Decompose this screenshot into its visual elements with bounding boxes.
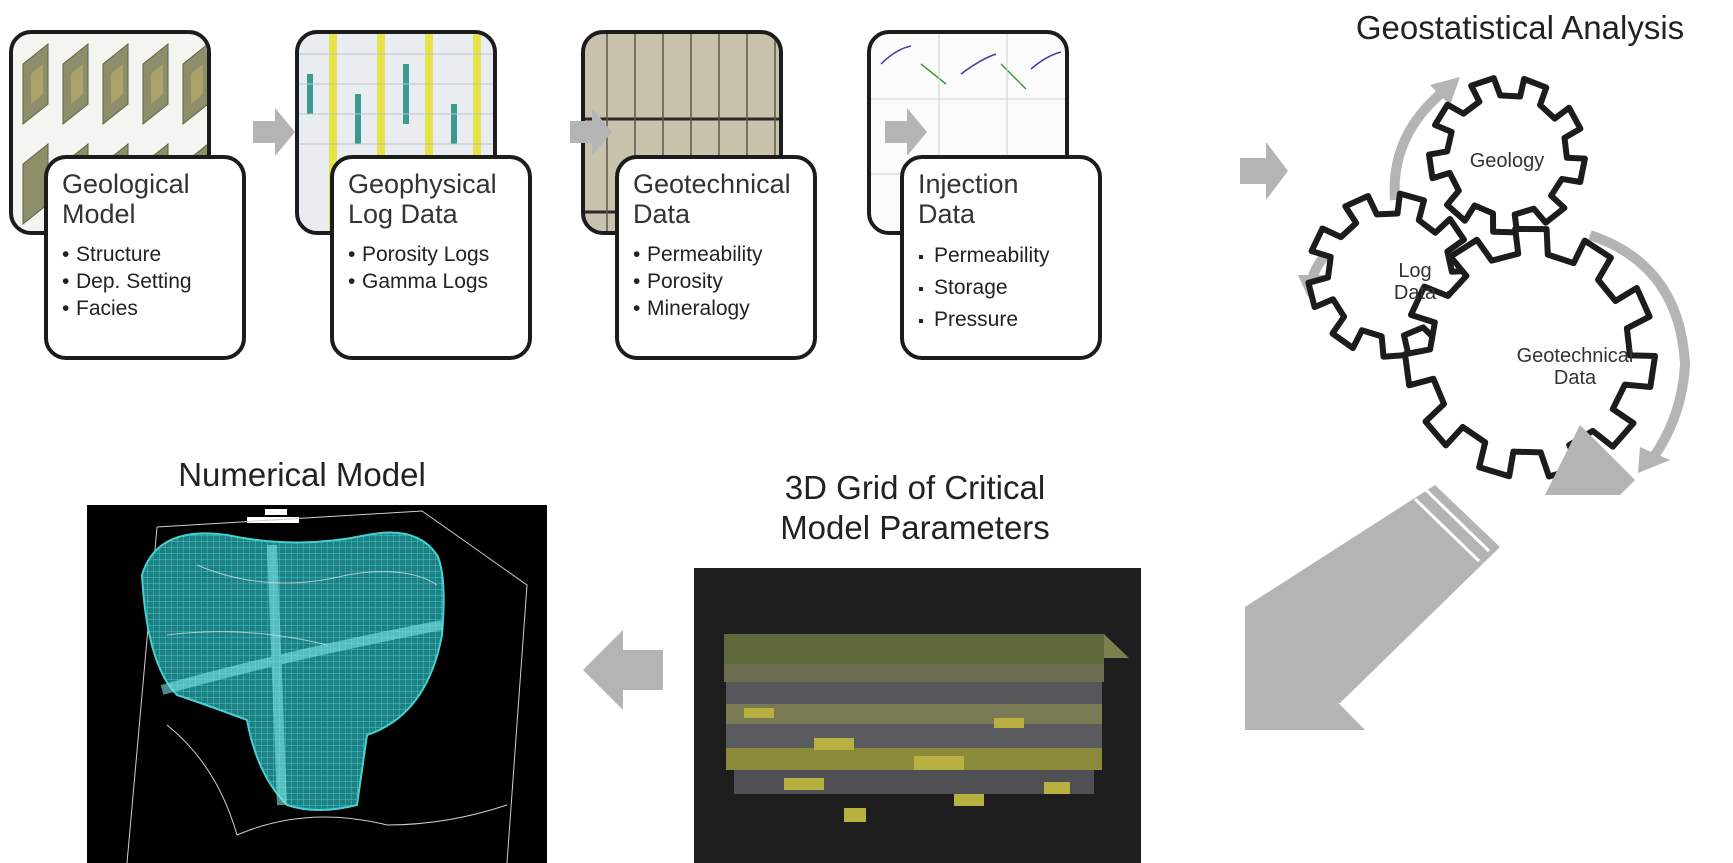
list-item: •Gamma Logs: [348, 270, 489, 293]
list-item: •Dep. Setting: [62, 270, 192, 293]
geostatistical-analysis-title: Geostatistical Analysis: [1355, 9, 1685, 46]
list-item: •Facies: [62, 297, 138, 320]
numerical-model-title: Numerical Model: [178, 456, 426, 493]
list-item: •Structure: [62, 243, 162, 266]
geology-gear-icon: [1426, 75, 1588, 236]
curved-arrow-head-icon: [1430, 77, 1460, 105]
curved-arrow-icon: [1588, 230, 1691, 458]
arrow-right-icon: [253, 108, 295, 156]
arrow-right-icon: [885, 108, 927, 156]
arrow-right-icon: [570, 108, 612, 156]
grid-image: [694, 568, 1141, 863]
arrow-left-icon: [583, 630, 663, 710]
list-item: •Porosity: [633, 270, 723, 293]
list-item: •Porosity Logs: [348, 243, 490, 266]
gear-label-geology: Geology: [1469, 150, 1545, 172]
list-item: •Mineralogy: [633, 297, 750, 320]
curved-arrow-icon: [1389, 86, 1449, 201]
arrow-right-icon: [1240, 142, 1288, 200]
numerical-model-image: [87, 505, 547, 863]
curved-arrow-head-icon: [1638, 447, 1670, 473]
diagonal-arrow-icon: [1545, 425, 1635, 495]
list-item: ▪Storage: [918, 276, 1008, 299]
list-item: ▪Pressure: [918, 308, 1019, 331]
gears-diagram: [1298, 75, 1691, 495]
list-item: •Permeability: [633, 243, 763, 266]
list-item: ▪Permeability: [918, 244, 1050, 267]
diagonal-arrow-icon: [1245, 485, 1500, 730]
